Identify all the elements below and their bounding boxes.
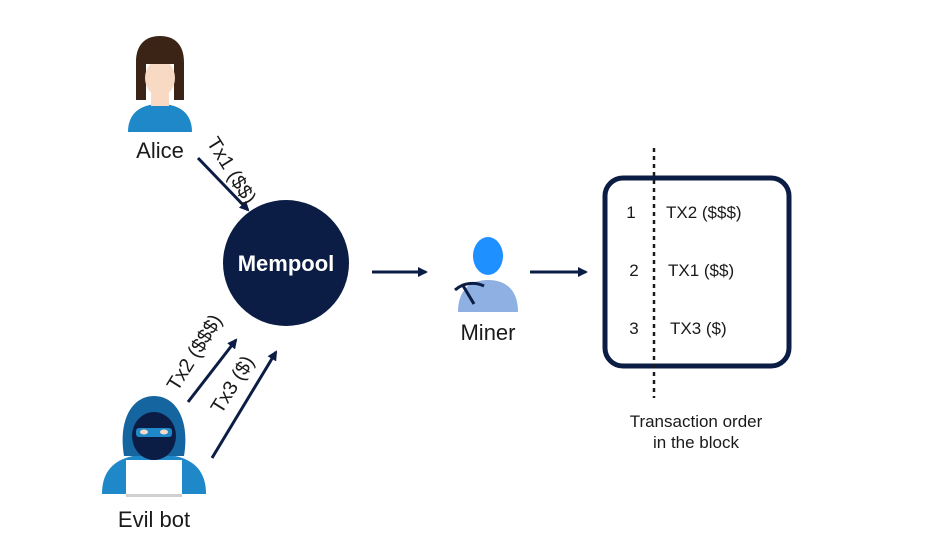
mempool-label: Mempool bbox=[238, 251, 335, 276]
evil-bot-label: Evil bot bbox=[118, 507, 190, 532]
bot-tx-b-label: Tx3 ($) bbox=[207, 352, 259, 417]
bot-tx-a-label: Tx2 ($$$) bbox=[163, 311, 227, 395]
alice-label: Alice bbox=[136, 138, 184, 163]
block-row-tx: TX2 ($$$) bbox=[666, 203, 742, 222]
block-row-tx: TX1 ($$) bbox=[668, 261, 734, 280]
miner-icon bbox=[454, 237, 518, 312]
alice-to-mempool-arrow bbox=[196, 156, 250, 212]
block-row-tx: TX3 ($) bbox=[670, 319, 727, 338]
evil-bot-icon bbox=[102, 396, 206, 497]
block-caption-line2: in the block bbox=[653, 433, 739, 452]
block-row-index: 1 bbox=[626, 203, 635, 222]
miner-label: Miner bbox=[460, 320, 515, 345]
block-caption-line1: Transaction order bbox=[630, 412, 763, 431]
mempool-node bbox=[223, 200, 349, 326]
block-row-index: 3 bbox=[629, 319, 638, 338]
block-box bbox=[602, 175, 792, 369]
bot-tx-b-arrow bbox=[210, 350, 278, 459]
bot-tx-a-arrow bbox=[186, 338, 238, 403]
block-row-index: 2 bbox=[629, 261, 638, 280]
alice-icon bbox=[128, 36, 192, 132]
